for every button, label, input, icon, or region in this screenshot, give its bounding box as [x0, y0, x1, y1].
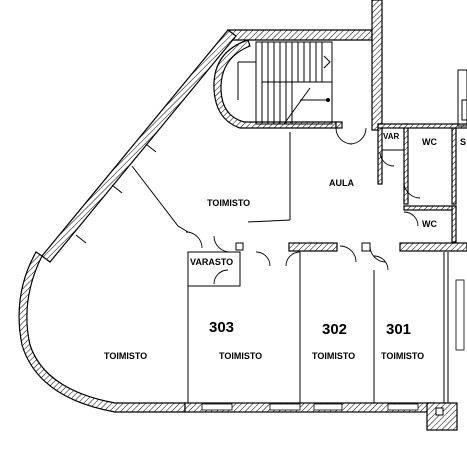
label-toimisto-303: TOIMISTO — [219, 351, 262, 361]
wall-right-upper — [371, 0, 383, 131]
stair-core — [213, 39, 337, 129]
outer-walls — [18, 0, 458, 431]
label-room-302: 302 — [322, 321, 347, 338]
label-toimisto-upper: TOIMISTO — [207, 198, 250, 208]
label-room-303: 303 — [209, 319, 234, 336]
wall-corridor — [288, 242, 338, 252]
label-toimisto-corner: TOIMISTO — [104, 351, 147, 361]
label-room-301: 301 — [386, 321, 411, 338]
label-var: VAR — [383, 132, 400, 141]
stair-steps-top — [267, 42, 323, 82]
label-wc-upper: WC — [422, 137, 437, 147]
interior-walls — [75, 69, 467, 411]
stair-steps-bottom — [267, 82, 293, 124]
wall-bottom-right — [426, 402, 458, 431]
varasto-box — [187, 251, 241, 287]
label-aula: AULA — [329, 178, 354, 188]
label-toimisto-302: TOIMISTO — [312, 351, 355, 361]
wall-top — [227, 29, 373, 41]
label-wc-lower: WC — [422, 219, 437, 229]
label-s-partial: S — [460, 137, 466, 147]
label-varasto: VARASTO — [190, 257, 233, 267]
wall-diagonal — [41, 29, 237, 263]
stair-round-wall — [213, 39, 337, 129]
wall-stair-right — [335, 121, 343, 129]
room-labels: AULA VAR WC S WC TOIMISTO VARASTO 303 30… — [104, 132, 466, 361]
doors — [185, 127, 421, 285]
label-toimisto-301: TOIMISTO — [381, 351, 424, 361]
wall-round-corner — [18, 251, 186, 413]
